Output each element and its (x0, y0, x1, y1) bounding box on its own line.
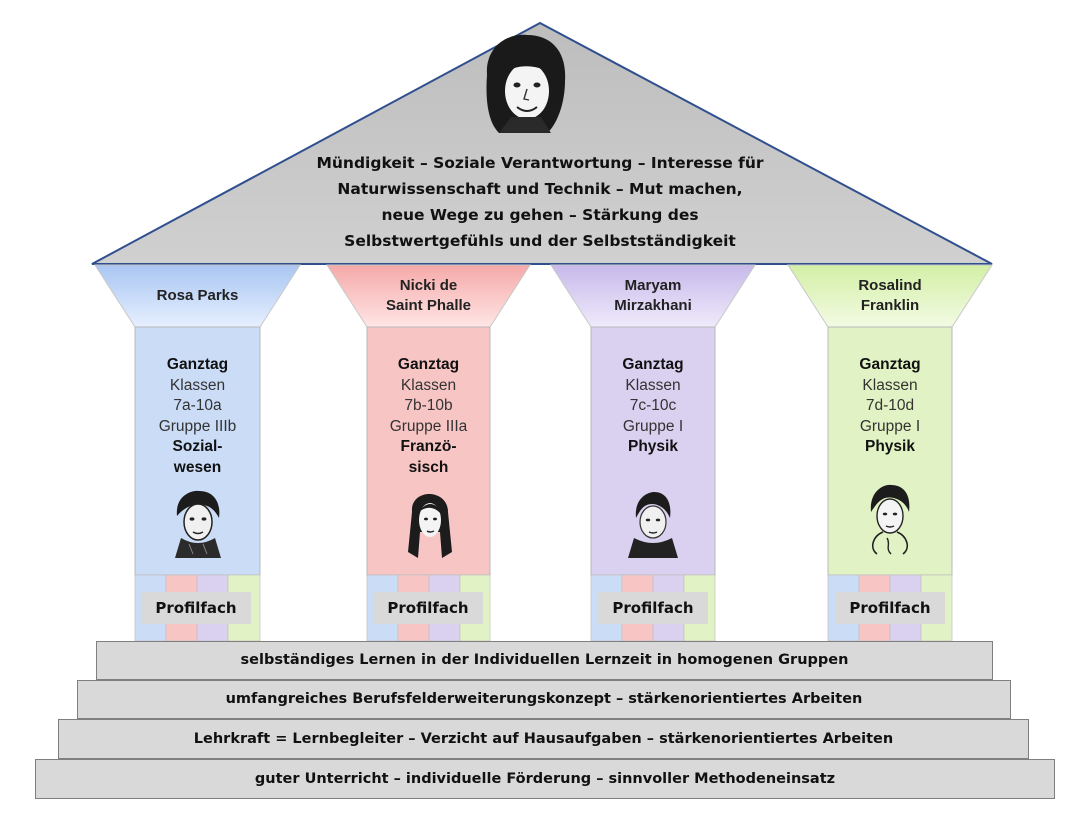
pillar-group: Gruppe IIIb (158, 417, 237, 435)
nicki-de-saint-phalle-portrait-icon (408, 494, 452, 558)
anne-frank-portrait-icon (486, 34, 566, 133)
roof-mission-text: Mündigkeit – Soziale Verantwortung – Int… (270, 150, 810, 254)
pillar-title: Ganztag (166, 356, 229, 373)
profilfach-label: Profilfach (373, 592, 483, 624)
pillar-name-nicki-de-saint-phalle: Nicki de Saint Phalle (385, 277, 472, 314)
pillar-klassen-label: Klassen (400, 376, 457, 394)
pillar-subject: wesen (173, 458, 222, 476)
roof-triangle (91, 21, 993, 265)
rosalind-franklin-portrait-icon (870, 484, 910, 555)
step-2: umfangreiches Berufsfelderweiterungskonz… (77, 680, 1011, 719)
pillar-group: Gruppe IIIa (389, 417, 468, 435)
pillar-class-range: 7b-10b (404, 397, 453, 414)
pillar-class-range: 7c-10c (629, 397, 677, 414)
pillar-klassen-label: Klassen (625, 376, 681, 394)
pillar-klassen-label: Klassen (862, 376, 918, 394)
pillar-subject: Physik (628, 438, 678, 455)
pillar-name-rosa-parks: Rosa Parks (156, 287, 239, 304)
pillar-title: Ganztag (397, 356, 460, 373)
roof-line: Mündigkeit – Soziale Verantwortung – Int… (316, 154, 764, 172)
pillar-subject: sisch (408, 458, 449, 476)
pillar-info-maryam-mirzakhani: Ganztag Klassen 7c-10c Gruppe I Physik (591, 355, 715, 458)
pillar-info-nicki-de-saint-phalle: Ganztag Klassen 7b-10b Gruppe IIIa Franz… (367, 355, 490, 478)
roof-line: Selbstwertgefühls und der Selbstständigk… (344, 232, 736, 250)
pillar-group: Gruppe I (859, 417, 921, 435)
pillar-name-rosalind-franklin: Rosalind Franklin (858, 277, 922, 314)
pillar-subject: Sozial- (172, 438, 223, 455)
step-1: selbständiges Lernen in der Individuelle… (96, 641, 993, 680)
step-4: guter Unterricht – individuelle Förderun… (35, 759, 1055, 799)
pillar-title: Ganztag (622, 356, 684, 373)
pillar-klassen-label: Klassen (169, 376, 226, 394)
roof-line: Naturwissenschaft und Technik – Mut mach… (337, 180, 743, 198)
profilfach-label: Profilfach (598, 592, 708, 624)
maryam-mirzakhani-portrait-icon (628, 492, 678, 558)
pillar-subject: Franzö- (400, 438, 457, 455)
profilfach-label: Profilfach (835, 592, 945, 624)
pillar-name-maryam-mirzakhani: Maryam Mirzakhani (614, 277, 692, 314)
profilfach-label: Profilfach (141, 592, 251, 624)
pillar-group: Gruppe I (622, 417, 684, 435)
roof-line: neue Wege zu gehen – Stärkung des (381, 206, 699, 224)
rosa-parks-portrait-icon (175, 490, 221, 558)
pillar-subject: Physik (865, 438, 915, 455)
pillar-class-range: 7a-10a (173, 397, 222, 414)
step-3: Lehrkraft = Lernbegleiter – Verzicht auf… (58, 719, 1029, 759)
pillar-info-rosalind-franklin: Ganztag Klassen 7d-10d Gruppe I Physik (828, 355, 952, 458)
pillar-class-range: 7d-10d (865, 397, 915, 414)
pillar-title: Ganztag (859, 356, 921, 373)
pillar-info-rosa-parks: Ganztag Klassen 7a-10a Gruppe IIIb Sozia… (135, 355, 260, 478)
